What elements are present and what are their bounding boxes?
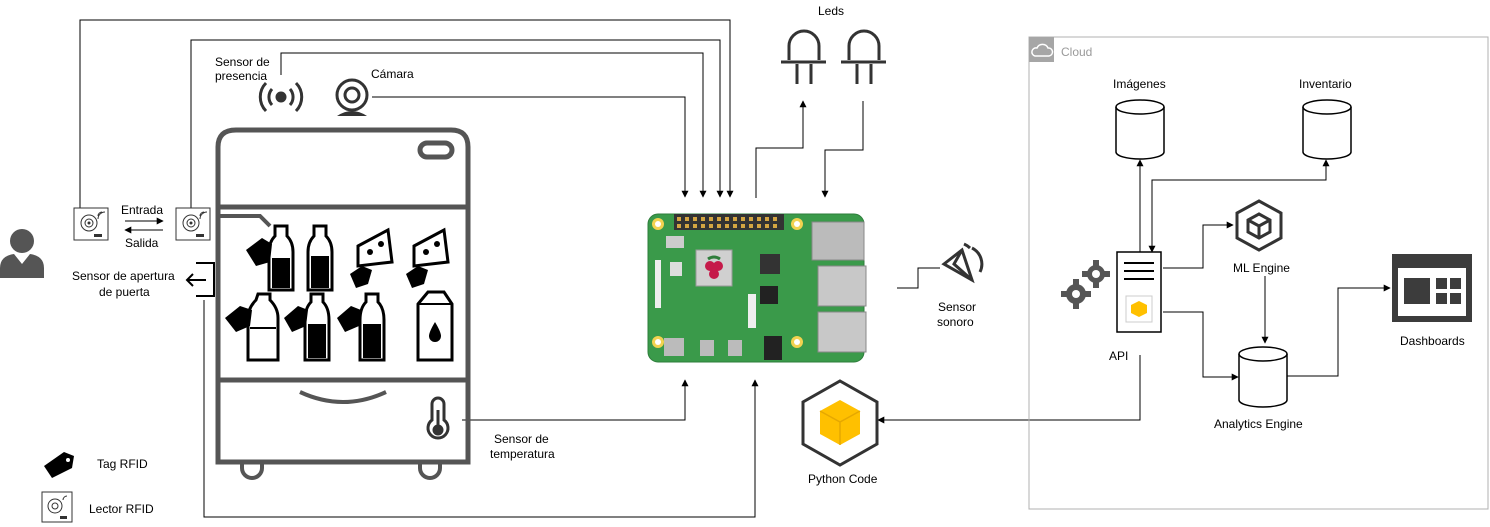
- line-analytics-to-dashboards: [1287, 284, 1391, 377]
- door-sensor-icon: [185, 262, 215, 297]
- analytics-db-icon: [1238, 346, 1288, 408]
- line-api-to-inventario: [1148, 159, 1330, 253]
- label-api: API: [1109, 349, 1128, 363]
- line-rfid-inner-to-pi: [190, 39, 724, 208]
- label-imagenes: Imágenes: [1113, 77, 1166, 91]
- line-presence-to-pi: [280, 52, 707, 198]
- label-leds: Leds: [818, 4, 844, 18]
- line-pi-to-led1: [755, 100, 807, 198]
- product-cheese-tagged-1: [350, 227, 394, 288]
- label-inventario: Inventario: [1299, 77, 1352, 91]
- presence-sensor-icon: [258, 81, 304, 113]
- fridge: [215, 127, 471, 480]
- line-api-to-ml: [1163, 221, 1234, 269]
- legend-reader-icon: [41, 491, 73, 523]
- label-ml-engine: ML Engine: [1233, 261, 1290, 275]
- product-water-bottle-tagged: [225, 292, 280, 362]
- gears-icon: [1061, 260, 1110, 309]
- label-sensor-temperatura-line2: temperatura: [490, 447, 555, 461]
- line-led2-to-pi: [821, 101, 864, 198]
- label-sensor-presencia-line2: presencia: [215, 69, 267, 83]
- led-1-icon: [781, 29, 826, 84]
- rfid-reader-inner-icon: [175, 207, 211, 241]
- label-sensor-apertura-line2: de puerta: [99, 285, 150, 299]
- product-milk-carton: [416, 290, 454, 362]
- legend-tag-icon: [44, 452, 74, 478]
- line-camera-to-pi: [372, 96, 689, 198]
- product-bottle-tagged-2: [284, 292, 331, 362]
- label-sensor-sonoro-line2: sonoro: [937, 315, 974, 329]
- cloud-label: Cloud: [1061, 45, 1092, 59]
- label-sensor-sonoro-line1: Sensor: [938, 300, 976, 314]
- line-temperature-to-pi: [462, 379, 689, 421]
- line-api-to-python: [877, 355, 1141, 424]
- speaker-icon: [941, 242, 984, 284]
- fridge-shelf-tab: [218, 214, 272, 228]
- python-code-icon: [801, 379, 879, 467]
- label-dashboards: Dashboards: [1400, 334, 1465, 348]
- imagenes-db-icon: [1115, 99, 1165, 160]
- dashboards-icon: [1392, 254, 1472, 322]
- label-camara: Cámara: [371, 67, 414, 81]
- product-bottle-tagged-3: [337, 292, 386, 362]
- line-door-to-pi: [203, 300, 759, 518]
- product-bottle-2: [306, 224, 334, 292]
- connectors: [79, 19, 1391, 518]
- raspberry-pi-board: [647, 213, 867, 363]
- rfid-reader-outer-icon: [73, 207, 109, 241]
- label-sensor-temperatura-line1: Sensor de: [494, 432, 549, 446]
- legend-tag-rfid-label: Tag RFID: [97, 457, 148, 471]
- label-sensor-apertura-line1: Sensor de apertura: [72, 269, 175, 283]
- label-analytics-engine: Analytics Engine: [1214, 417, 1303, 431]
- thermometer-icon: [426, 396, 450, 440]
- camera-icon: [335, 78, 369, 116]
- line-pi-to-sound: [897, 267, 940, 289]
- line-api-to-analytics: [1163, 311, 1239, 381]
- cloud-group: [1028, 36, 1489, 510]
- label-sensor-presencia-line1: Sensor de: [215, 55, 270, 69]
- inventario-db-icon: [1302, 99, 1352, 160]
- label-python-code: Python Code: [808, 472, 878, 486]
- label-salida: Salida: [125, 236, 159, 250]
- api-server-icon: [1116, 251, 1162, 333]
- product-cheese-tagged-2: [406, 227, 450, 288]
- led-2-icon: [841, 29, 886, 84]
- product-bottle-tagged-1: [246, 224, 295, 292]
- label-entrada: Entrada: [121, 203, 163, 217]
- ml-engine-icon: [1235, 199, 1283, 252]
- legend-lector-rfid-label: Lector RFID: [89, 502, 154, 516]
- user-icon: [0, 229, 44, 278]
- line-rfid-outer-to-pi: [79, 19, 734, 208]
